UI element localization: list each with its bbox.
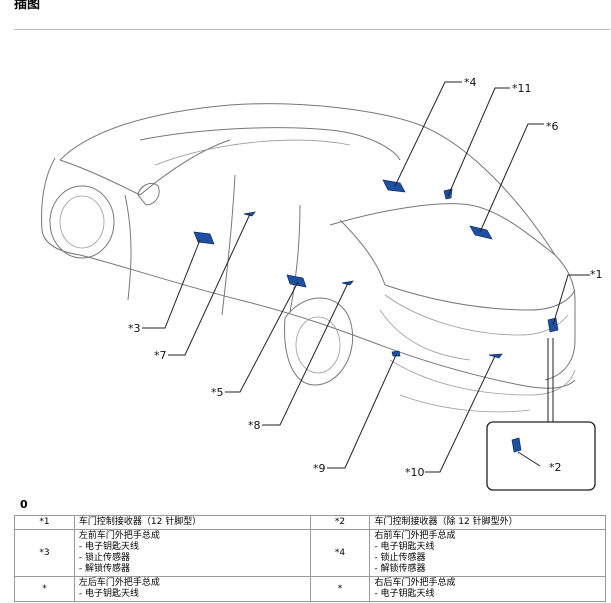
callout-5: *5 (211, 386, 224, 399)
legend-subitem: - 电子钥匙天线 (374, 542, 435, 552)
legend-description: 车门控制接收器（12 针脚型） (73, 515, 311, 530)
legend-description: 左前车门外把手总成 - 电子钥匙天线 - 锁止传感器 - 解锁传感器 (73, 529, 311, 577)
parts (193, 179, 559, 453)
callout-8: *8 (248, 419, 261, 432)
callout-1: *1 (590, 268, 603, 281)
rear-bumper-antenna-left (391, 350, 401, 357)
section-marker: 0 (20, 498, 28, 511)
legend-description: 右后车门外把手总成 - 电子钥匙天线 (369, 576, 606, 602)
callout-9: *9 (313, 462, 326, 475)
callout-6: *6 (546, 120, 559, 133)
door-control-receiver-other (511, 437, 522, 453)
legend-number: *3 (14, 529, 75, 577)
callout-10: *10 (405, 466, 425, 479)
parts-legend-table: *1 车门控制接收器（12 针脚型） *2 车门控制接收器（除 12 针脚型外）… (14, 515, 606, 602)
callout-11: *11 (512, 82, 532, 95)
leader-lines (142, 81, 590, 473)
rear-right-door-handle (469, 225, 493, 240)
vehicle-diagram: *1 *2 *3 *4 *5 *6 *7 *8 *9 *10 *11 (41, 76, 603, 491)
rear-left-door-handle (286, 274, 307, 288)
legend-subitem: - 电子钥匙天线 (78, 542, 140, 552)
title-divider (14, 29, 610, 30)
front-right-door-handle (382, 179, 406, 193)
legend-number: * (309, 576, 371, 602)
callout-7: *7 (154, 349, 167, 362)
legend-title: 右后车门外把手总成 (374, 578, 456, 588)
front-left-door-handle (193, 231, 215, 245)
legend-subitem: - 电子钥匙天线 (374, 589, 435, 599)
legend-title: 车门控制接收器（除 12 针脚型外） (374, 517, 518, 527)
table-row: *1 车门控制接收器（12 针脚型） *2 车门控制接收器（除 12 针脚型外） (14, 515, 606, 530)
table-row: * 左后车门外把手总成 - 电子钥匙天线 * 右后车门外把手总成 - 电子钥匙天… (14, 576, 606, 602)
callout-4: *4 (464, 76, 477, 89)
legend-subitem: - 解锁传感器 (374, 564, 426, 574)
inset-detail-box (486, 421, 596, 491)
table-row: *3 左前车门外把手总成 - 电子钥匙天线 - 锁止传感器 - 解锁传感器 *4… (14, 529, 606, 577)
legend-number: *2 (309, 515, 371, 530)
legend-description: 右前车门外把手总成 - 电子钥匙天线 - 锁止传感器 - 解锁传感器 (369, 529, 606, 577)
legend-subitem: - 解锁传感器 (78, 564, 131, 574)
legend-title: 左前车门外把手总成 (78, 531, 160, 541)
callout-2: *2 (549, 461, 562, 474)
legend-number: *4 (309, 529, 371, 577)
callout-3: *3 (128, 322, 141, 335)
legend-title: 左后车门外把手总成 (78, 578, 160, 588)
legend-subitem: - 电子钥匙天线 (78, 589, 140, 599)
legend-number: * (14, 576, 75, 602)
legend-description: 左后车门外把手总成 - 电子钥匙天线 (73, 576, 311, 602)
legend-title: 右前车门外把手总成 (374, 531, 456, 541)
legend-title: 车门控制接收器（12 针脚型） (78, 517, 202, 527)
legend-subitem: - 锁止传感器 (78, 553, 131, 563)
rear-bumper-antenna-right (488, 353, 503, 359)
legend-description: 车门控制接收器（除 12 针脚型外） (369, 515, 606, 530)
page-title: 插图 (14, 0, 41, 12)
legend-subitem: - 锁止传感器 (374, 553, 426, 563)
legend-number: *1 (14, 515, 75, 530)
